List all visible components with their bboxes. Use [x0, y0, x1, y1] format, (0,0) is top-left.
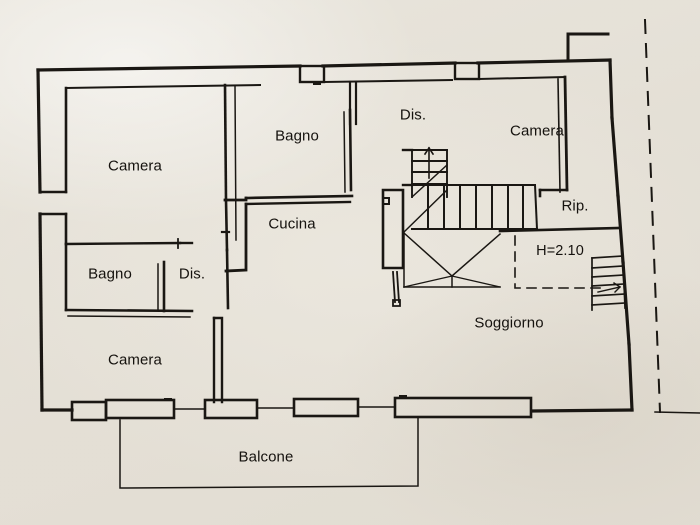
room-walls-cucina	[244, 200, 352, 206]
partition-cucina-dis	[223, 196, 248, 273]
secondary-staircase-arrow	[597, 282, 622, 293]
balcony-outline	[119, 417, 419, 489]
room-label-camera-bottom-left: Camera	[108, 351, 162, 369]
window-opening-left	[38, 190, 68, 216]
room-label-rip: Rip.	[561, 197, 589, 215]
room-label-dis-bottom-left: Dis.	[178, 265, 206, 283]
room-walls-rip	[498, 188, 622, 233]
room-label-cucina: Cucina	[268, 215, 316, 233]
understair-space	[402, 231, 502, 288]
property-boundary-bottom	[654, 411, 700, 414]
camera-right-wall-thickness	[557, 78, 561, 193]
room-walls-bagno-top	[244, 108, 354, 200]
exterior-wall-jog	[566, 32, 610, 62]
room-walls-camera-top-right	[563, 75, 569, 192]
window-openings-top	[298, 61, 481, 84]
partition-stub-dis-top	[348, 80, 358, 126]
door-jamb-ticks	[164, 83, 407, 400]
room-label-bagno-bottom-left: Bagno	[88, 265, 132, 283]
room-walls-camera-top-left	[64, 83, 230, 310]
staircase-main-flight	[411, 183, 539, 231]
staircase-winder-diagonals	[402, 163, 449, 234]
bagno-wall-thickness	[247, 111, 349, 205]
partition-thickness-line-1	[234, 85, 237, 241]
room-label-soggiorno: Soggiorno	[474, 314, 544, 332]
understair-hatch	[403, 275, 501, 288]
staircase-up-arrow	[423, 146, 435, 179]
partition-stub-camera-bottom	[212, 316, 224, 404]
exterior-walls	[36, 58, 634, 413]
staircase-landing	[401, 148, 414, 187]
bottom-wall-connectors	[173, 406, 396, 410]
room-label-dis-top-middle: Dis.	[399, 106, 427, 124]
room-label-camera-top-right: Camera	[510, 122, 564, 140]
room-label-height-note: H=2.10	[536, 242, 584, 259]
stair-enclosure-wall	[381, 188, 405, 270]
room-walls-bagno-bottom-left	[64, 242, 194, 313]
exterior-wall-inner-line-top	[64, 75, 567, 90]
room-label-balcone: Balcone	[238, 448, 294, 466]
room-label-bagno-top-middle: Bagno	[275, 127, 319, 145]
room-label-camera-top-left: Camera	[108, 157, 162, 175]
window-openings-bottom	[70, 396, 533, 422]
stair-railing-drop	[392, 271, 401, 307]
bagno-bottom-thickness	[67, 263, 191, 318]
secondary-staircase	[591, 255, 626, 311]
stair-wall-niche-mark	[382, 197, 390, 205]
property-boundary-dashed	[643, 18, 662, 414]
low-ceiling-dashed-area	[514, 235, 601, 289]
door-opening-camera-top-left	[64, 241, 194, 246]
